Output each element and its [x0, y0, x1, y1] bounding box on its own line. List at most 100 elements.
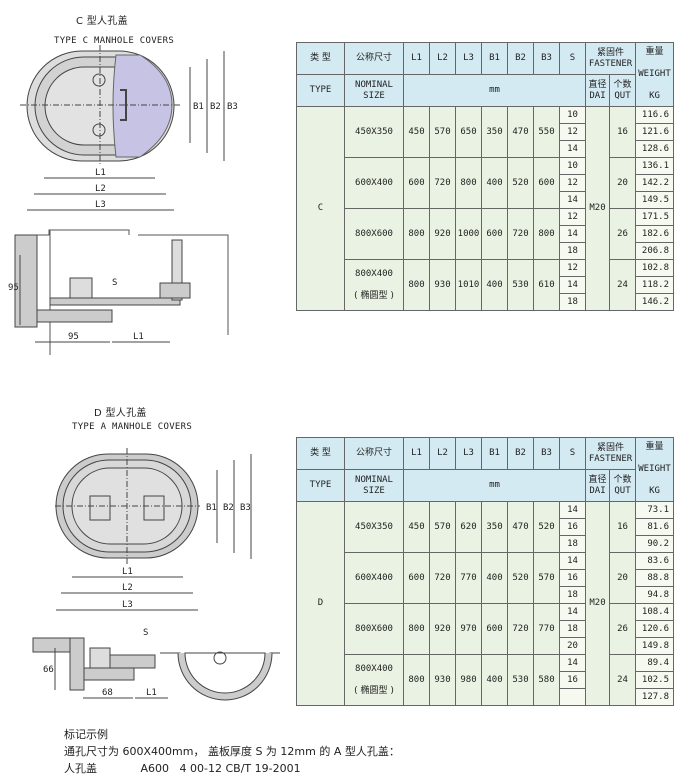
cell-s: 18 — [559, 586, 586, 604]
qut-en: QUT — [614, 485, 631, 496]
cell-nominal-size: 450X350 — [344, 501, 404, 553]
weight-cn: 重量 — [645, 47, 664, 57]
cell-dai: M20 — [585, 106, 610, 311]
cell-b1: 600 — [481, 603, 508, 655]
weight-en: WEIGHT — [638, 69, 671, 79]
cell-s: 18 — [559, 242, 586, 260]
weight-cn: 重量 — [645, 442, 664, 452]
cell-l2: 720 — [429, 552, 456, 604]
size-note: ( 椭圆型 ) — [354, 290, 394, 301]
cell-weight: 120.6 — [635, 620, 674, 638]
cell-b2: 720 — [507, 208, 534, 260]
cell-s: 12 — [559, 174, 586, 192]
header-col-b1: B1 — [481, 42, 508, 75]
cell-b1: 400 — [481, 157, 508, 209]
cell-b1: 400 — [481, 654, 508, 706]
cell-s: 12 — [559, 208, 586, 226]
dai-cn: 直径 — [588, 79, 607, 90]
cell-b3: 600 — [533, 157, 560, 209]
cell-weight: 121.6 — [635, 123, 674, 141]
cell-s: 12 — [559, 259, 586, 277]
cell-weight: 94.8 — [635, 586, 674, 604]
fastener-cn: 紧固件 — [596, 442, 624, 453]
dai-cn: 直径 — [588, 474, 607, 485]
cell-weight: 83.6 — [635, 552, 674, 570]
cell-weight: 102.5 — [635, 671, 674, 689]
dim-b3: B3 — [227, 102, 238, 112]
cell-s: 14 — [559, 140, 586, 158]
cell-s: 16 — [559, 569, 586, 587]
table-row: 14 182.6 — [297, 225, 674, 243]
cell-b1: 350 — [481, 106, 508, 158]
qut-en: QUT — [614, 90, 631, 101]
table-row: 127.8 — [297, 688, 674, 706]
cell-s: 14 — [559, 191, 586, 209]
cell-nominal-size: 800X400( 椭圆型 ) — [344, 259, 404, 311]
dim-s: S — [112, 278, 117, 288]
cell-nominal-size: 600X400 — [344, 157, 404, 209]
dim-l2: L2 — [122, 583, 133, 593]
cell-weight: 171.5 — [635, 208, 674, 226]
cell-b1: 400 — [481, 259, 508, 311]
header-size-en: NOMINAL SIZE — [344, 469, 404, 502]
notes-title: 标记示例 — [64, 728, 108, 741]
section-d-title-cn: D 型人孔盖 — [94, 408, 147, 419]
dim-b3: B3 — [240, 503, 251, 513]
cell-l1: 450 — [403, 106, 430, 158]
dim-b1: B1 — [193, 102, 204, 112]
header-col-l2: L2 — [429, 42, 456, 75]
cell-l3: 770 — [455, 552, 482, 604]
cell-weight: 118.2 — [635, 276, 674, 294]
section-c-title-en: TYPE C MANHOLE COVERS — [54, 36, 175, 46]
dim-b2: B2 — [210, 102, 221, 112]
header-unit: mm — [403, 74, 586, 107]
dim-l1-section: L1 — [146, 688, 157, 698]
fastener-cn: 紧固件 — [596, 47, 624, 58]
type-d-drawing: L1 L2 L3 B1 B2 B3 S 66 68 L1 — [32, 448, 280, 701]
cell-nominal-size: 450X350 — [344, 106, 404, 158]
dim-l1: L1 — [122, 567, 133, 577]
cell-nominal-size: 600X400 — [344, 552, 404, 604]
cell-b2: 530 — [507, 654, 534, 706]
dai-en: DAI — [589, 485, 606, 496]
header-type-en: TYPE — [296, 74, 345, 107]
dim-b1: B1 — [206, 503, 217, 513]
cell-s: 20 — [559, 637, 586, 655]
cell-qut: 26 — [609, 208, 636, 260]
cell-l3: 1010 — [455, 259, 482, 311]
cell-l3: 620 — [455, 501, 482, 553]
cell-b2: 530 — [507, 259, 534, 311]
cell-nominal-size: 800X600 — [344, 208, 404, 260]
cell-l1: 450 — [403, 501, 430, 553]
dim-l2: L2 — [95, 184, 106, 194]
cell-b1: 400 — [481, 552, 508, 604]
cell-weight: 149.5 — [635, 191, 674, 209]
cell-weight: 206.8 — [635, 242, 674, 260]
cell-l2: 920 — [429, 603, 456, 655]
section-d-title-en: TYPE A MANHOLE COVERS — [72, 422, 193, 432]
cell-s: 14 — [559, 225, 586, 243]
cell-l3: 1000 — [455, 208, 482, 260]
dim-l1-section: L1 — [133, 332, 144, 342]
dim-l1: L1 — [95, 168, 106, 178]
cell-weight: 182.6 — [635, 225, 674, 243]
notes-line2-label: 人孔盖 — [64, 762, 97, 775]
cell-qut: 24 — [609, 654, 636, 706]
dim-width: 95 — [68, 332, 79, 342]
